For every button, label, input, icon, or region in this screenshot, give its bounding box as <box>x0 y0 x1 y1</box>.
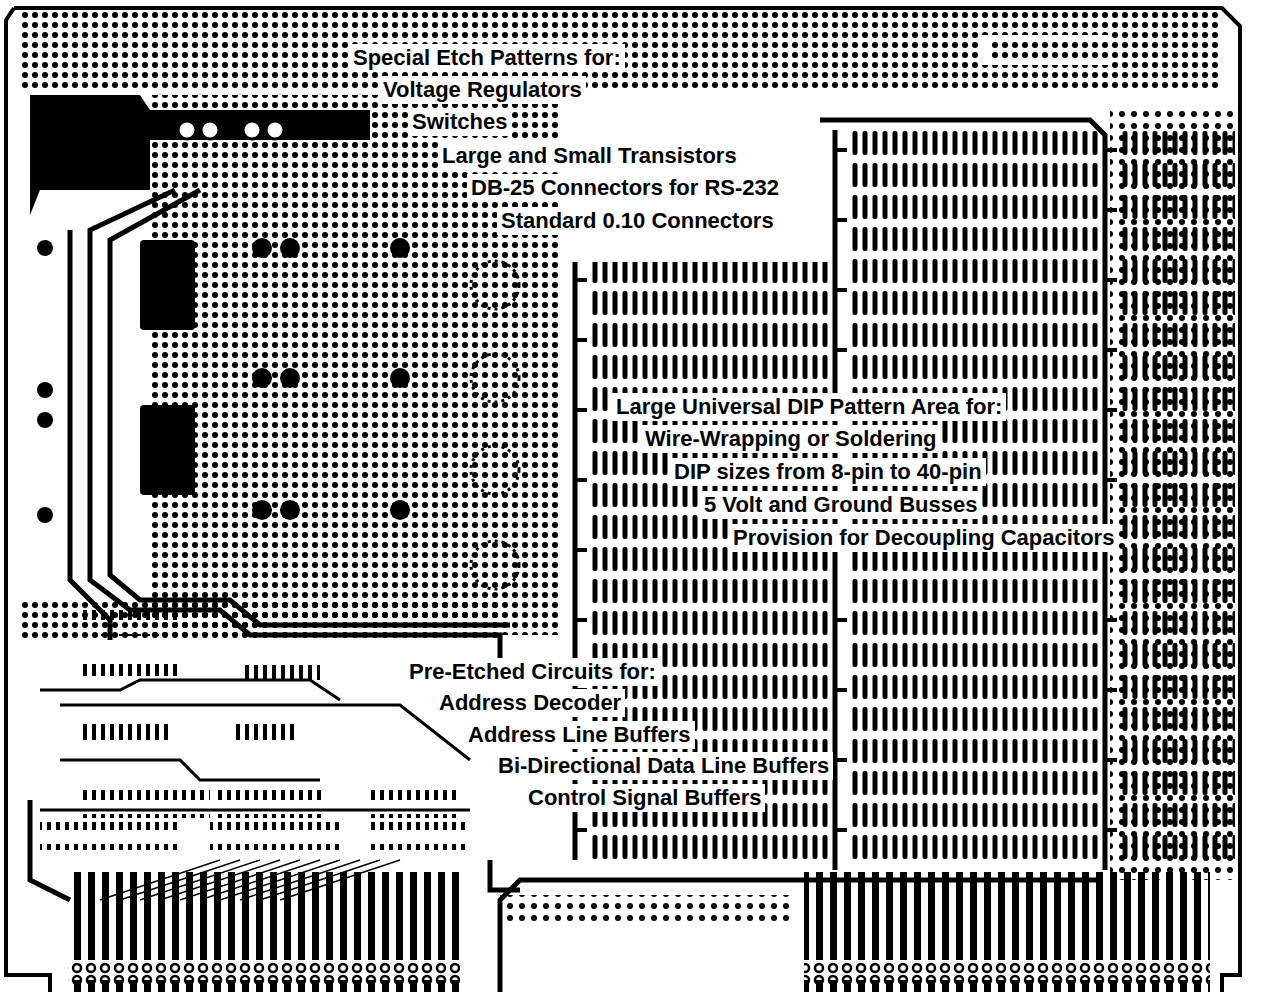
annotation-text: 5 Volt and Ground Busses <box>700 491 981 519</box>
traces <box>30 120 1105 992</box>
annotation-text: Address Line Buffers <box>464 721 695 749</box>
pad-grid <box>20 12 1220 90</box>
annotation-text: Bi-Directional Data Line Buffers <box>494 752 833 780</box>
annotation-text: Address Decoder <box>435 689 625 717</box>
annotation-text: Provision for Decoupling Capacitors <box>729 524 1118 552</box>
annotation-text: Control Signal Buffers <box>524 784 765 812</box>
board-edge <box>6 8 1240 992</box>
annotation-text: Switches <box>408 108 511 136</box>
annotation-text: Voltage Regulators <box>379 76 586 104</box>
edge-connector <box>68 872 460 992</box>
connector-rings <box>471 261 519 589</box>
edge-connector <box>804 872 1210 992</box>
regulator-pad <box>30 95 370 215</box>
transistor-pads <box>37 238 410 523</box>
annotation-text: DB-25 Connectors for RS-232 <box>467 174 783 202</box>
annotation-text: Wire-Wrapping or Soldering <box>641 425 941 453</box>
annotation-text: Standard 0.10 Connectors <box>497 207 778 235</box>
buffer-circuits <box>40 610 470 900</box>
annotation-text: Large and Small Transistors <box>438 142 741 170</box>
annotation-text: Large Universal DIP Pattern Area for: <box>612 393 1006 421</box>
annotation-text: DIP sizes from 8-pin to 40-pin <box>670 458 986 486</box>
annotation-text: Special Etch Patterns for: <box>349 44 625 72</box>
dip-pattern <box>1120 130 1235 865</box>
annotation-text: Pre-Etched Circuits for: <box>405 658 660 686</box>
